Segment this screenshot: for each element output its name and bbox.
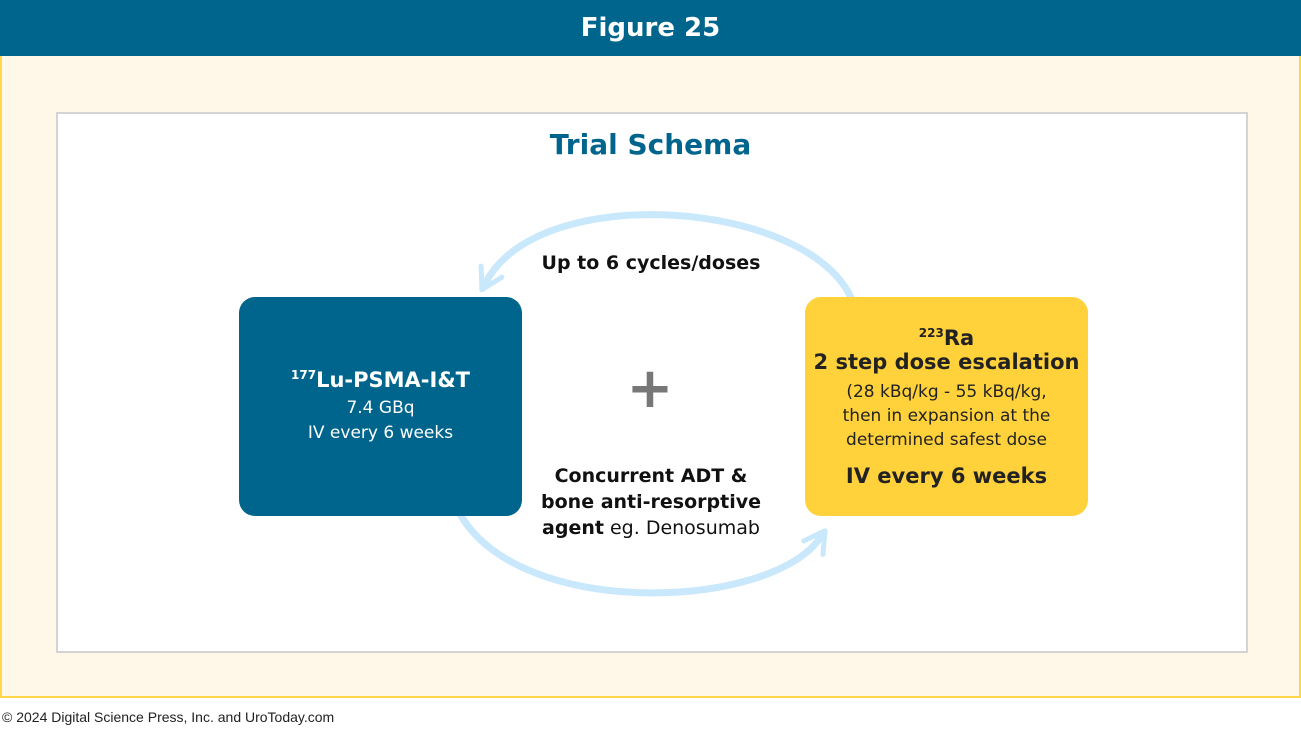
ra-line-1: (28 kBq/kg - 55 kBq/kg, bbox=[846, 381, 1047, 402]
ra-escalation-title: 2 step dose escalation bbox=[813, 349, 1080, 374]
figure-header: Figure 25 bbox=[0, 0, 1301, 56]
ra-agent-name: Ra bbox=[943, 325, 975, 350]
lu-admin: IV every 6 weeks bbox=[307, 422, 454, 443]
concurrent-line-3: agent eg. Denosumab bbox=[520, 515, 782, 541]
lu-dose: 7.4 GBq bbox=[346, 397, 415, 418]
ra-box: 223Ra 2 step dose escalation (28 kBq/kg … bbox=[805, 297, 1088, 516]
ra-admin: IV every 6 weeks bbox=[845, 463, 1048, 488]
concurrent-therapy: Concurrent ADT & bone anti-resorptive ag… bbox=[520, 463, 782, 541]
ra-agent: 223Ra bbox=[919, 326, 974, 350]
ra-line-2: then in expansion at the bbox=[842, 405, 1051, 426]
lu-psma-box: 177Lu-PSMA-I&T 7.4 GBq IV every 6 weeks bbox=[239, 297, 522, 516]
concurrent-line-2: bone anti-resorptive bbox=[541, 491, 761, 513]
top-cycle-arrow bbox=[478, 211, 856, 304]
cycle-label: Up to 6 cycles/doses bbox=[541, 252, 761, 274]
ra-isotope-number: 223 bbox=[918, 325, 944, 340]
plus-icon: + bbox=[626, 356, 674, 421]
lu-agent-name: Lu-PSMA-I&T bbox=[316, 367, 470, 392]
schema-title: Trial Schema bbox=[549, 128, 752, 161]
concurrent-agent: agent bbox=[542, 517, 604, 539]
figure-title: Figure 25 bbox=[580, 13, 721, 43]
ra-line-3: determined safest dose bbox=[846, 429, 1047, 450]
copyright-footer: © 2024 Digital Science Press, Inc. and U… bbox=[2, 709, 335, 725]
concurrent-line-1: Concurrent ADT & bbox=[554, 465, 748, 487]
bottom-cycle-arrow bbox=[456, 510, 828, 597]
concurrent-example: eg. Denosumab bbox=[603, 517, 760, 539]
lu-isotope-number: 177 bbox=[291, 367, 317, 382]
lu-psma-title: 177Lu-PSMA-I&T bbox=[291, 368, 470, 392]
